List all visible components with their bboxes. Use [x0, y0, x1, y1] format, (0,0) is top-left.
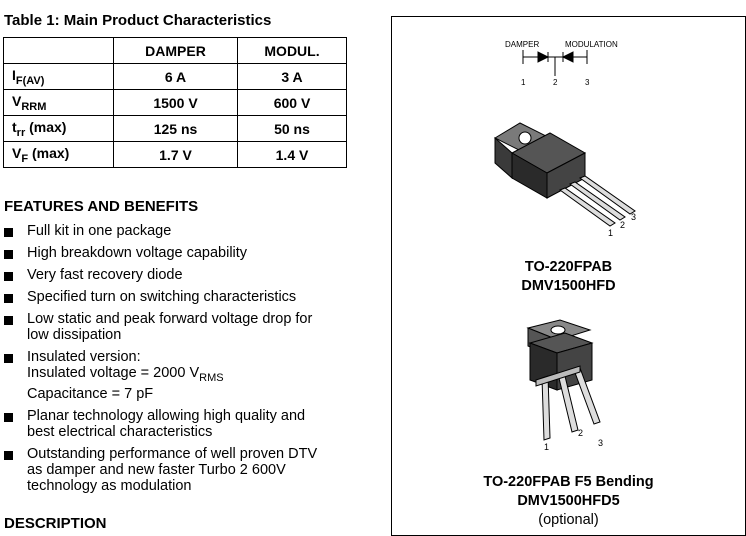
param-subscript: rr	[16, 126, 26, 139]
bullet-icon	[4, 272, 13, 281]
param-subscript: F(AV)	[15, 74, 45, 87]
features-list: Full kit in one package High breakdown v…	[4, 223, 317, 494]
package1-pin-3: 3	[631, 212, 636, 222]
package-leads-icon	[535, 365, 601, 441]
feature-text-cont: Insulated voltage = 2000 VRMS	[27, 365, 317, 386]
table-header-row: DAMPER MODUL.	[3, 37, 347, 64]
header-modul: MODUL.	[237, 37, 347, 64]
package2-pin-2: 2	[578, 428, 583, 438]
package2-name: TO-220FPAB F5 Bending	[483, 474, 654, 490]
feature-text: Very fast recovery diode	[27, 267, 183, 283]
damper-label: DAMPER	[505, 40, 539, 49]
feature-text-cont: low dissipation	[27, 327, 122, 343]
modul-value: 3 A	[237, 63, 347, 90]
to220-package-image: 1 2 3	[493, 122, 636, 238]
schematic-pin-3: 3	[585, 78, 590, 87]
bullet-icon	[4, 413, 13, 422]
feature-text-cont: as damper and new faster Turbo 2 600V	[27, 462, 286, 478]
package2-caption: TO-220FPAB F5 Bending DMV1500HFD5 (optio…	[391, 473, 746, 530]
feature-item: Very fast recovery diode	[4, 267, 317, 283]
feature-item: Full kit in one package	[4, 223, 317, 239]
param-cell: VRRM	[3, 89, 114, 116]
package1-pin-1: 1	[608, 228, 613, 238]
schematic-pin-1: 1	[521, 78, 526, 87]
package1-part: DMV1500HFD	[521, 278, 616, 294]
feature-text: High breakdown voltage capability	[27, 245, 248, 261]
modul-value: 1.4 V	[237, 141, 347, 168]
damper-value: 125 ns	[113, 115, 238, 142]
feature-text: Low static and peak forward voltage drop…	[27, 311, 313, 327]
damper-value: 1500 V	[113, 89, 238, 116]
features-heading: FEATURES AND BENEFITS	[4, 198, 199, 215]
schematic-pin-2: 2	[553, 78, 558, 87]
characteristics-table: DAMPER MODUL. IF(AV) 6 A 3 A VRRM 1500 V…	[3, 37, 347, 168]
param-subscript: F	[21, 152, 29, 165]
feature-item: Outstanding performance of well proven D…	[4, 446, 317, 494]
param-cell: IF(AV)	[3, 63, 114, 90]
package2-pin-1: 1	[544, 442, 549, 452]
param-symbol: t	[12, 118, 17, 135]
param-suffix: (max)	[28, 144, 70, 161]
param-symbol: I	[12, 66, 16, 83]
header-blank	[3, 37, 114, 64]
bullet-icon	[4, 354, 13, 363]
table-row: VRRM 1500 V 600 V	[3, 89, 347, 116]
package2-part: DMV1500HFD5	[517, 493, 620, 509]
feature-text-cont: best electrical characteristics	[27, 424, 213, 440]
to220-f5-package-image: 1 2 3	[526, 319, 603, 452]
package1-name: TO-220FPAB	[524, 259, 613, 275]
param-cell: trr (max)	[3, 115, 114, 142]
feature-item: High breakdown voltage capability	[4, 245, 317, 261]
bullet-icon	[4, 451, 13, 460]
schematic-diagram: DAMPER MODULATION 1 2 3	[505, 40, 618, 87]
feature-text: Insulated version:	[27, 349, 141, 365]
insulated-voltage-text: Insulated voltage = 2000 V	[27, 365, 200, 381]
package2-note: (optional)	[538, 512, 599, 528]
feature-item: Planar technology allowing high quality …	[4, 408, 317, 440]
feature-item: Specified turn on switching characterist…	[4, 289, 317, 305]
table-row: IF(AV) 6 A 3 A	[3, 63, 347, 90]
bullet-icon	[4, 316, 13, 325]
feature-text-cont: technology as modulation	[27, 478, 192, 494]
table-row: trr (max) 125 ns 50 ns	[3, 115, 347, 142]
feature-text: Planar technology allowing high quality …	[27, 408, 306, 424]
bullet-icon	[4, 228, 13, 237]
modul-value: 600 V	[237, 89, 347, 116]
param-suffix: (max)	[25, 118, 67, 135]
table-title: Table 1: Main Product Characteristics	[4, 12, 272, 29]
package-leads-icon	[558, 175, 636, 227]
modulation-label: MODULATION	[565, 40, 618, 49]
feature-item: Low static and peak forward voltage drop…	[4, 311, 317, 343]
header-damper: DAMPER	[113, 37, 238, 64]
damper-value: 6 A	[113, 63, 238, 90]
feature-item: Insulated version:Insulated voltage = 20…	[4, 349, 317, 402]
modul-value: 50 ns	[237, 115, 347, 142]
rms-subscript: RMS	[199, 372, 224, 384]
param-symbol: V	[12, 92, 22, 109]
feature-text: Outstanding performance of well proven D…	[27, 446, 318, 462]
package-body-icon	[493, 122, 587, 199]
bullet-icon	[4, 294, 13, 303]
feature-text: Full kit in one package	[27, 223, 172, 239]
param-cell: VF (max)	[3, 141, 114, 168]
package1-pin-2: 2	[620, 220, 625, 230]
param-symbol: V	[12, 144, 22, 161]
damper-value: 1.7 V	[113, 141, 238, 168]
package2-pin-3: 3	[598, 438, 603, 448]
feature-text-cont: Capacitance = 7 pF	[27, 386, 154, 402]
param-subscript: RRM	[21, 100, 47, 113]
description-heading: DESCRIPTION	[4, 515, 107, 532]
table-row: VF (max) 1.7 V 1.4 V	[3, 141, 347, 168]
schematic-circuit-icon	[522, 50, 588, 76]
bullet-icon	[4, 250, 13, 259]
feature-text: Specified turn on switching characterist…	[27, 289, 297, 305]
package1-caption: TO-220FPAB DMV1500HFD	[391, 258, 746, 296]
